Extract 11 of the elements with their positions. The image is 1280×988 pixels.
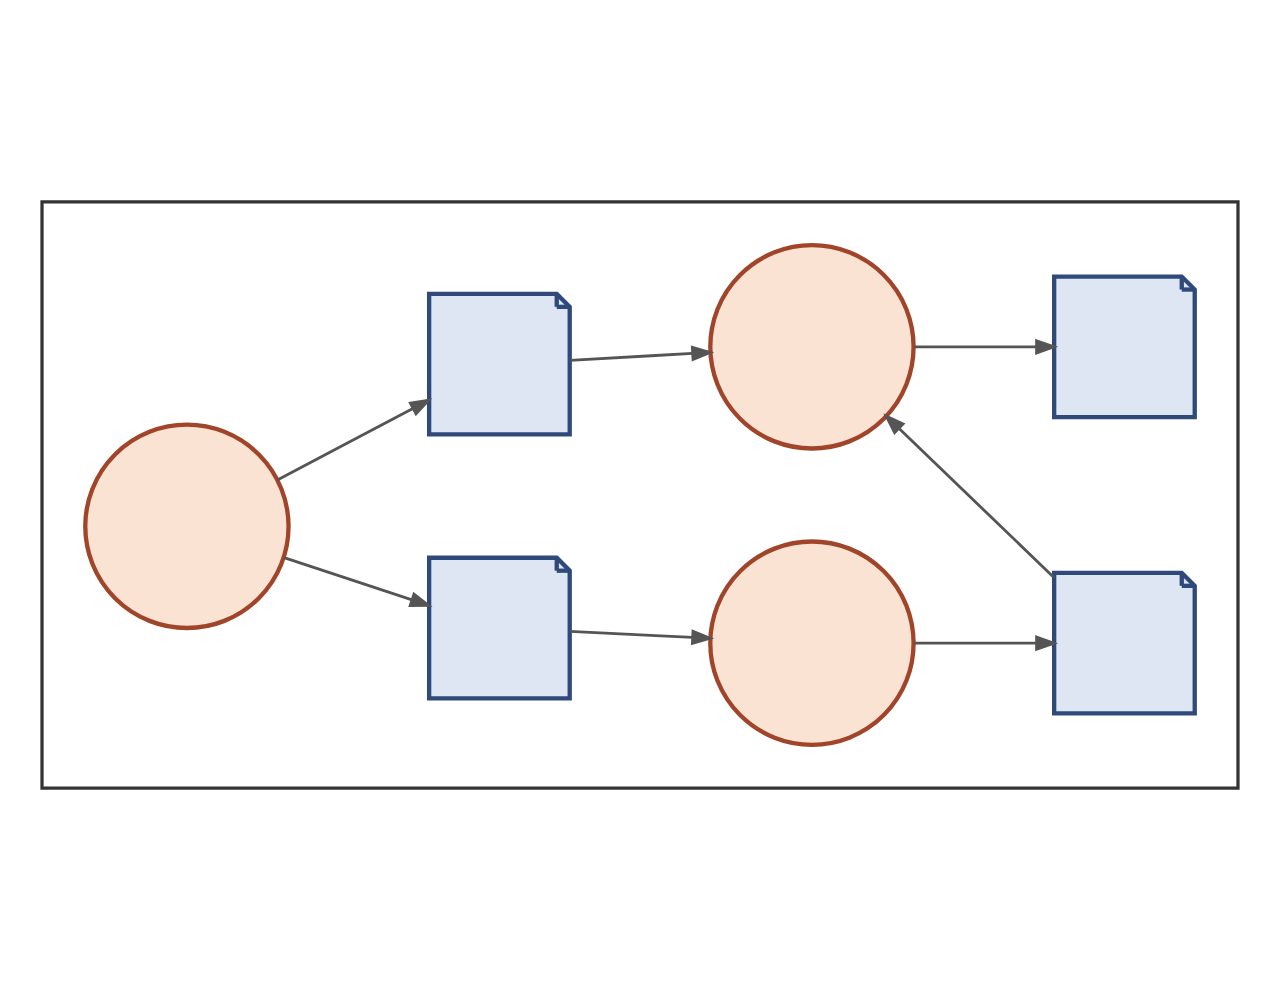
arrow <box>276 397 433 481</box>
node-circle <box>708 242 916 450</box>
arrow <box>569 344 715 361</box>
arrow <box>883 412 1055 578</box>
cluster <box>40 199 1240 789</box>
arrow <box>283 555 433 607</box>
arrow <box>914 337 1059 354</box>
node-circle <box>708 538 916 746</box>
arrow <box>914 634 1059 651</box>
node-circle <box>83 421 291 630</box>
arrow <box>569 628 715 645</box>
